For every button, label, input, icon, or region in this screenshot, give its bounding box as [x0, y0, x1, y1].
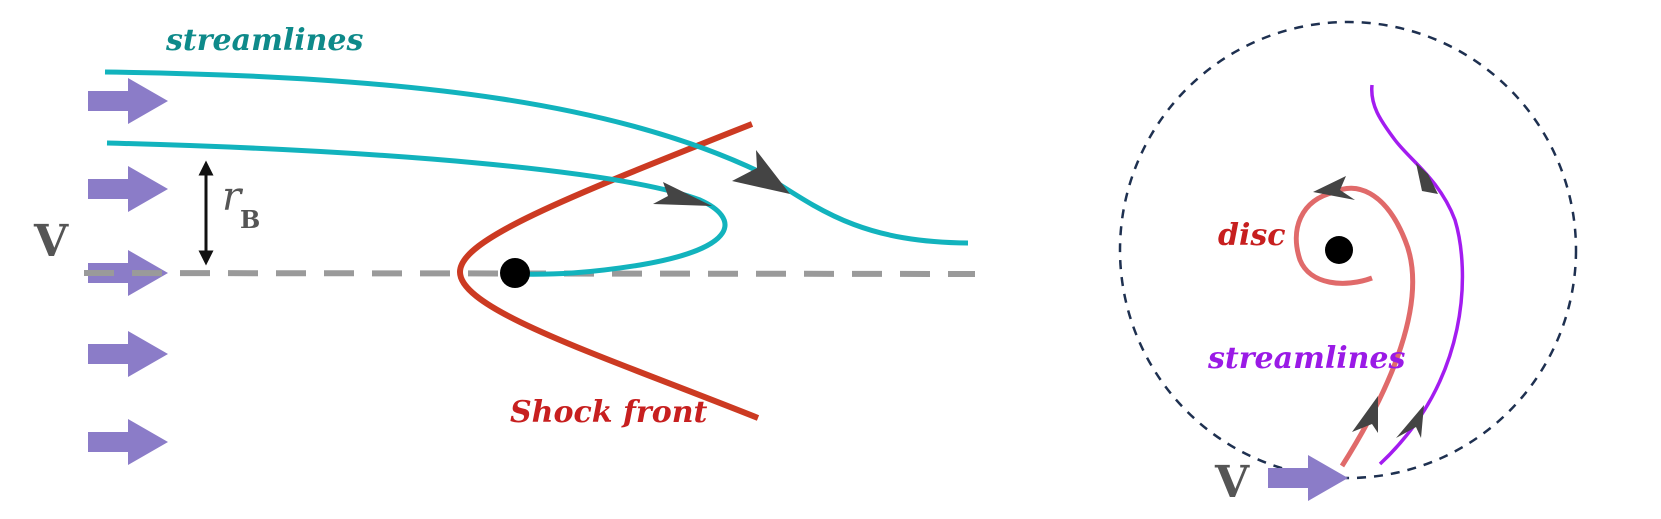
disc-label: disc [1218, 218, 1286, 253]
flow-arrow [88, 78, 168, 124]
accretor-dot [500, 258, 530, 288]
streamline-upper [104, 69, 969, 246]
flow-arrow [88, 331, 168, 377]
streamline-violet [1370, 84, 1465, 466]
streamline-arrowhead [653, 182, 712, 206]
streamlines-label: streamlines [165, 23, 364, 58]
flow-arrow [1268, 455, 1348, 501]
flow-arrow [88, 419, 168, 465]
streamline-arrowhead [1396, 405, 1424, 438]
accretor-dot [1325, 236, 1353, 264]
shock-front-label: Shock front [510, 395, 708, 430]
velocity-label: V [33, 216, 69, 267]
left-panel: streamlines V r B Shock front [33, 23, 976, 465]
flow-arrow [88, 250, 168, 296]
radius-label-subscript: B [240, 205, 260, 234]
streamline-lower [106, 140, 728, 277]
velocity-label: V [1214, 457, 1250, 508]
streamline-arrowhead [1313, 176, 1355, 200]
streamlines-label: streamlines [1207, 341, 1406, 376]
flow-arrows [88, 78, 168, 465]
flow-arrow [88, 166, 168, 212]
disc-streamline [1293, 185, 1416, 468]
streamline-arrowhead [732, 150, 790, 194]
radius-label: r [222, 174, 244, 220]
streamline-arrowhead [1416, 163, 1438, 194]
streamline-arrowhead [1352, 396, 1378, 433]
right-panel: disc streamlines V [1118, 20, 1578, 508]
shock-front-curve [456, 121, 760, 421]
